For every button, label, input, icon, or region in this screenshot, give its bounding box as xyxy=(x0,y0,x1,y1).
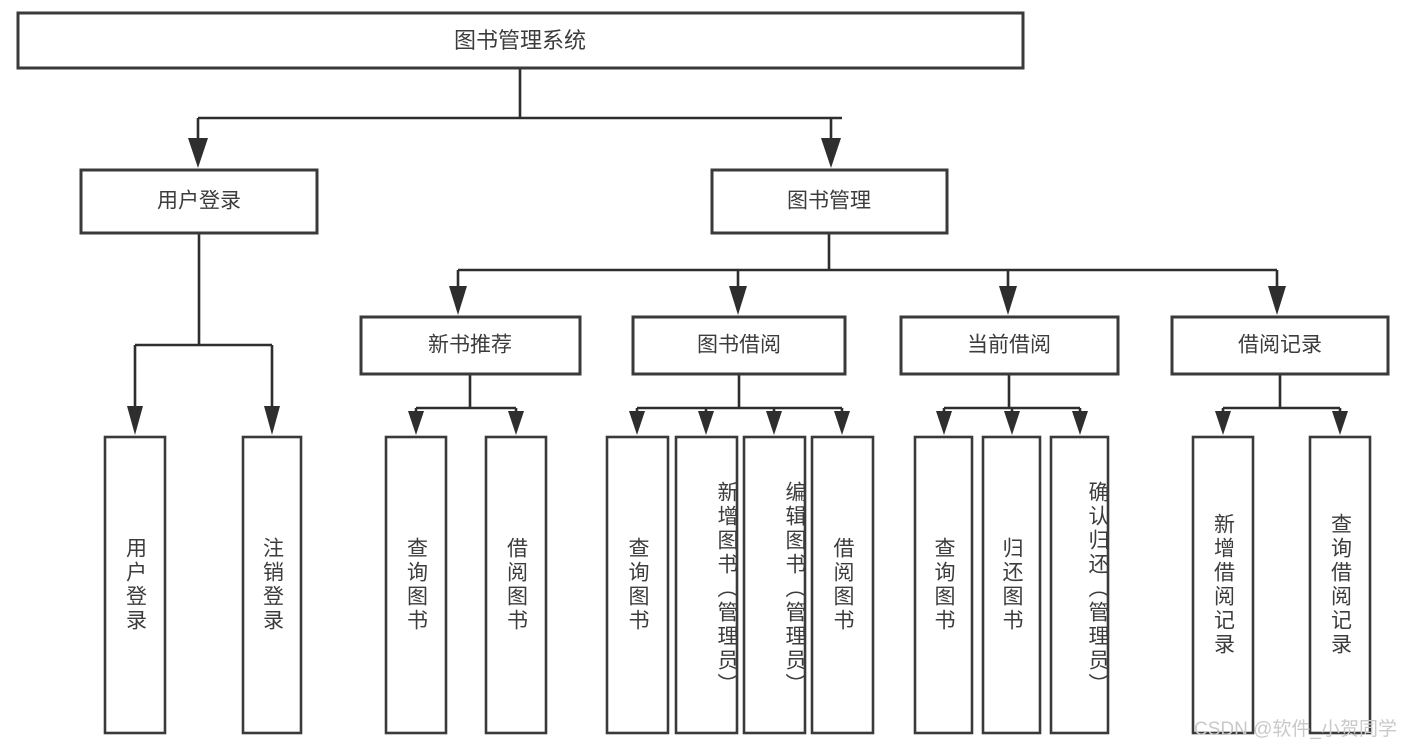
arrow-head-leaf-borrow-book-recommend xyxy=(508,411,524,435)
node-book-management[interactable]: 图书管理 xyxy=(710,168,949,235)
node-borrow-record-label: 借阅记录 xyxy=(1238,334,1322,357)
connector-group-user-login xyxy=(127,233,280,435)
leaf-box-confirm-return-admin[interactable] xyxy=(1049,435,1110,735)
leaf-box-edit-book-admin[interactable] xyxy=(742,435,807,735)
node-book-borrow-label: 图书借阅 xyxy=(697,334,781,357)
node-book-management-box xyxy=(710,168,949,235)
arrow-head-leaf-add-borrow-record xyxy=(1215,411,1231,435)
leaf-box-query-book-borrow[interactable] xyxy=(605,435,670,735)
arrow-head-leaf-add-book-admin xyxy=(698,411,714,435)
node-new-book-recommend-box xyxy=(359,315,582,376)
node-current-borrow-label: 当前借阅 xyxy=(967,334,1051,357)
leaf-box-query-book-current[interactable] xyxy=(913,435,974,735)
node-root[interactable]: 图书管理系统 xyxy=(16,11,1025,70)
leaf-box-borrow-book-recommend[interactable] xyxy=(484,435,548,735)
leaf-box-logout-login[interactable] xyxy=(241,435,303,735)
arrow-head-book-management xyxy=(821,138,841,168)
connector-group-book-borrow xyxy=(629,374,850,435)
leaf-box-return-book[interactable] xyxy=(981,435,1042,735)
arrow-head-leaf-query-book-borrow xyxy=(629,411,645,435)
node-book-borrow-box xyxy=(631,315,847,376)
arrow-head-leaf-query-book-recommend xyxy=(408,411,424,435)
arrow-head-leaf-logout-login xyxy=(264,406,280,435)
connector-group-book-management xyxy=(449,233,1286,315)
node-root-box xyxy=(16,11,1025,70)
node-user-login-box xyxy=(79,168,319,235)
node-book-borrow[interactable]: 图书借阅 xyxy=(631,315,847,376)
arrow-head-leaf-return-book xyxy=(1004,411,1020,435)
connector-group-borrow-record xyxy=(1215,374,1348,435)
arrow-head-book-borrow xyxy=(729,286,747,315)
watermark-text: CSDN @软件_小贺同学 xyxy=(1194,719,1397,740)
node-user-login-label: 用户登录 xyxy=(157,190,241,213)
leaf-box-query-book-recommend[interactable] xyxy=(384,435,448,735)
connector-group-root xyxy=(188,68,842,168)
arrow-head-leaf-borrow-book xyxy=(834,411,850,435)
arrow-head-leaf-query-borrow-record xyxy=(1332,411,1348,435)
arrow-head-leaf-query-book-current xyxy=(936,411,952,435)
arrow-head-user-login xyxy=(188,138,208,168)
leaf-box-add-book-admin[interactable] xyxy=(674,435,739,735)
leaf-box-add-borrow-record[interactable] xyxy=(1191,435,1255,735)
arrow-head-borrow-record xyxy=(1268,286,1286,315)
leaf-box-query-borrow-record[interactable] xyxy=(1308,435,1372,735)
arrow-head-leaf-confirm-return-admin xyxy=(1072,411,1088,435)
node-root-label: 图书管理系统 xyxy=(454,28,586,53)
connector-group-current-borrow xyxy=(936,374,1088,435)
leaf-box-borrow-book[interactable] xyxy=(810,435,875,735)
node-book-management-label: 图书管理 xyxy=(787,190,871,213)
node-new-book-recommend-label: 新书推荐 xyxy=(428,334,512,357)
node-user-login[interactable]: 用户登录 xyxy=(79,168,319,235)
node-borrow-record-box xyxy=(1170,315,1390,376)
arrow-head-leaf-edit-book-admin xyxy=(766,411,782,435)
leaf-boxes xyxy=(103,435,1372,735)
node-current-borrow[interactable]: 当前借阅 xyxy=(899,315,1120,376)
leaf-box-user-login[interactable] xyxy=(103,435,167,735)
node-borrow-record[interactable]: 借阅记录 xyxy=(1170,315,1390,376)
node-current-borrow-box xyxy=(899,315,1120,376)
node-new-book-recommend[interactable]: 新书推荐 xyxy=(359,315,582,376)
arrow-head-new-book-recommend xyxy=(449,286,467,315)
arrow-head-leaf-user-login xyxy=(127,406,143,435)
connector-group-new-book-recommend xyxy=(408,374,524,435)
arrow-head-current-borrow xyxy=(999,286,1017,315)
